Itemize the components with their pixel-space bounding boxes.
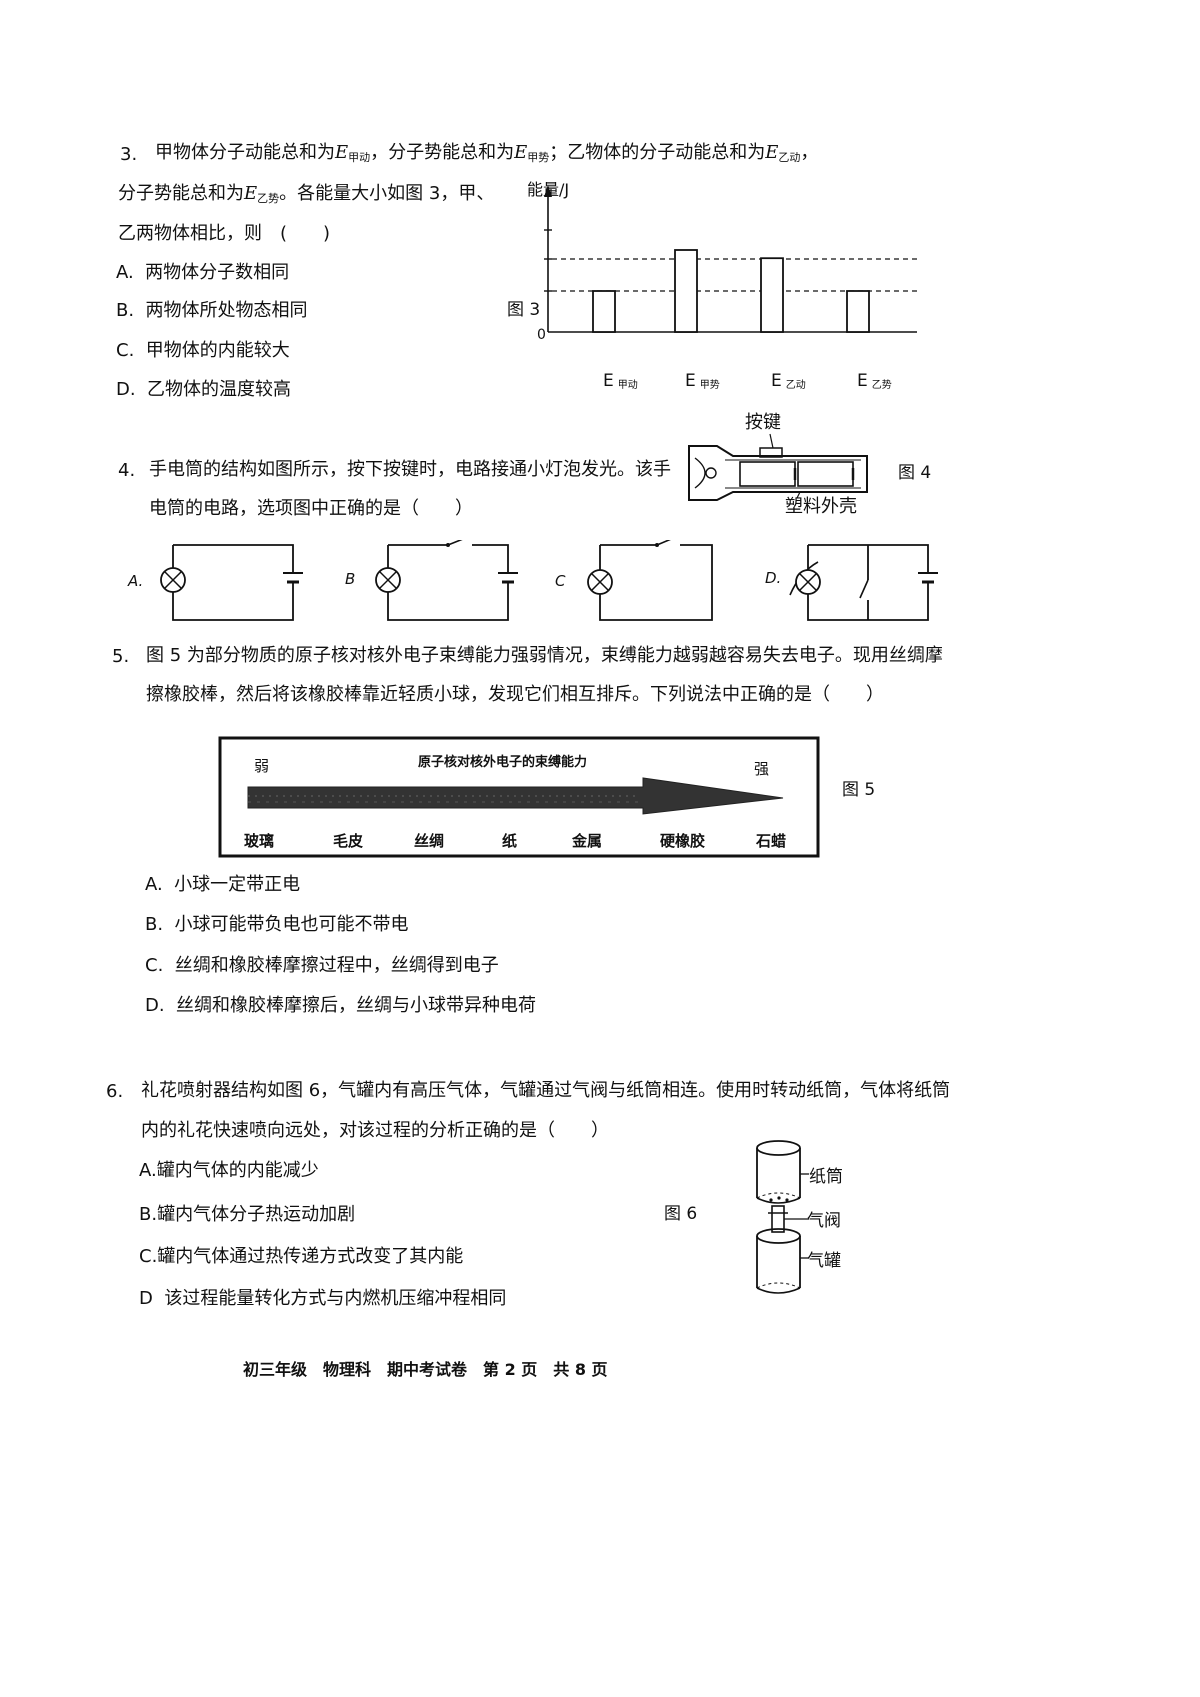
- fig4-label: 图 4: [898, 463, 932, 483]
- q6-option-d: D 该过程能量转化方式与内燃机压缩冲程相同: [139, 1288, 507, 1309]
- fig3-bar-2: [674, 249, 698, 333]
- q3-line1: 甲物体分子动能总和为E甲动，分子势能总和为E甲势；乙物体的分子动能总和为E乙动，: [155, 142, 819, 164]
- q5-option-c: C. 丝绸和橡胶棒摩擦过程中，丝绸得到电子: [145, 955, 499, 976]
- fig4-bulb-icon: [705, 467, 717, 479]
- fig6-valve-icon: [771, 1205, 785, 1233]
- fig5-material-4: 纸: [502, 832, 517, 850]
- q6-number: 6.: [106, 1081, 124, 1102]
- q3-number: 3.: [120, 144, 138, 165]
- q3-option-a: A. 两物体分子数相同: [116, 262, 290, 283]
- q6-line2: 内的礼花快速喷向远处，对该过程的分析正确的是（ ）: [141, 1120, 609, 1141]
- fig5-weak: 弱: [254, 757, 269, 775]
- q4-line1: 手电筒的结构如图所示，按下按键时，电路接通小灯泡发光。该手: [149, 459, 671, 480]
- fig5-material-6: 硬橡胶: [660, 832, 705, 850]
- switch-icon: [859, 579, 869, 599]
- fig5-strong: 强: [754, 760, 769, 778]
- fig5-material-5: 金属: [571, 832, 602, 850]
- q3-option-d: D. 乙物体的温度较高: [116, 379, 292, 400]
- page-footer: 初三年级 物理科 期中考试卷 第 2 页 共 8 页: [243, 1360, 608, 1379]
- q5-line2: 擦橡胶棒，然后将该橡胶棒靠近轻质小球，发现它们相互排斥。下列说法中正确的是（ ）: [146, 684, 884, 705]
- switch-icon: [656, 540, 671, 546]
- fig5-title: 原子核对核外电子的束缚能力: [418, 754, 587, 770]
- fig3-zero: 0: [537, 327, 546, 343]
- fig5-binding-ability: 弱 原子核对核外电子的束缚能力 强 玻璃 毛皮 丝绸 纸 金属 硬橡胶 石蜡: [218, 736, 820, 858]
- fig5-label: 图 5: [842, 780, 876, 800]
- q6-option-a: A.罐内气体的内能减少: [139, 1160, 319, 1181]
- q3-line3: 乙两物体相比，则 ( ): [118, 223, 331, 244]
- q4-option-b-circuit: [375, 540, 518, 621]
- fig4-key-label: 按键: [745, 412, 781, 433]
- q6-line1: 礼花喷射器结构如图 6，气罐内有高压气体，气罐通过气阀与纸筒相连。使用时转动纸筒…: [141, 1080, 951, 1101]
- fig3-label: 图 3: [507, 300, 541, 320]
- fig4-key-icon: [759, 447, 783, 458]
- q5-line1: 图 5 为部分物质的原子核对核外电子束缚能力强弱情况，束缚能力越弱越容易失去电子…: [146, 645, 943, 666]
- switch-icon: [447, 540, 463, 546]
- fig6-tube-label: 纸筒: [809, 1167, 843, 1187]
- q4-line2: 电筒的电路，选项图中正确的是（ ）: [149, 498, 473, 519]
- q3-option-c: C. 甲物体的内能较大: [116, 340, 290, 361]
- q4-option-d-label: D.: [765, 569, 782, 587]
- q3-line2: 分子势能总和为E乙势。各能量大小如图 3，甲、: [118, 183, 495, 205]
- fig3-bar-3: [760, 257, 784, 333]
- q4-option-a-circuit: [160, 544, 303, 621]
- q5-option-d: D. 丝绸和橡胶棒摩擦后，丝绸与小球带异种电荷: [145, 995, 537, 1016]
- q5-option-a: A. 小球一定带正电: [145, 874, 301, 895]
- fig4-flashlight: 按键 塑料外壳: [688, 412, 868, 517]
- q6-option-b: B.罐内气体分子热运动加剧: [139, 1204, 356, 1225]
- fig3-bar-4: [846, 290, 870, 333]
- fig5-material-1: 玻璃: [244, 832, 274, 850]
- fig5-material-2: 毛皮: [333, 832, 363, 850]
- q4-option-d-circuit: [789, 544, 938, 621]
- fig5-material-7: 石蜡: [755, 832, 786, 850]
- fig5-material-3: 丝绸: [414, 832, 444, 850]
- q6-option-c: C.罐内气体通过热传递方式改变了其内能: [139, 1246, 464, 1267]
- fig6-label: 图 6: [664, 1204, 698, 1224]
- q4-option-c-label: C: [555, 572, 566, 590]
- q4-option-a-label: A.: [128, 572, 144, 590]
- q5-option-b: B. 小球可能带负电也可能不带电: [145, 914, 409, 935]
- fig3-bar-1: [592, 290, 616, 333]
- fig6-valve-label: 气阀: [807, 1211, 841, 1231]
- q4-option-c-circuit: [587, 540, 713, 621]
- fig6-launcher: 纸筒 气阀 气罐: [756, 1140, 843, 1294]
- q3-option-b: B. 两物体所处物态相同: [116, 300, 308, 321]
- fig6-tank-label: 气罐: [807, 1251, 841, 1271]
- q4-option-b-label: B: [345, 570, 356, 588]
- fig4-shell-label: 塑料外壳: [785, 496, 857, 517]
- q4-number: 4.: [118, 460, 136, 481]
- q5-number: 5.: [112, 646, 130, 667]
